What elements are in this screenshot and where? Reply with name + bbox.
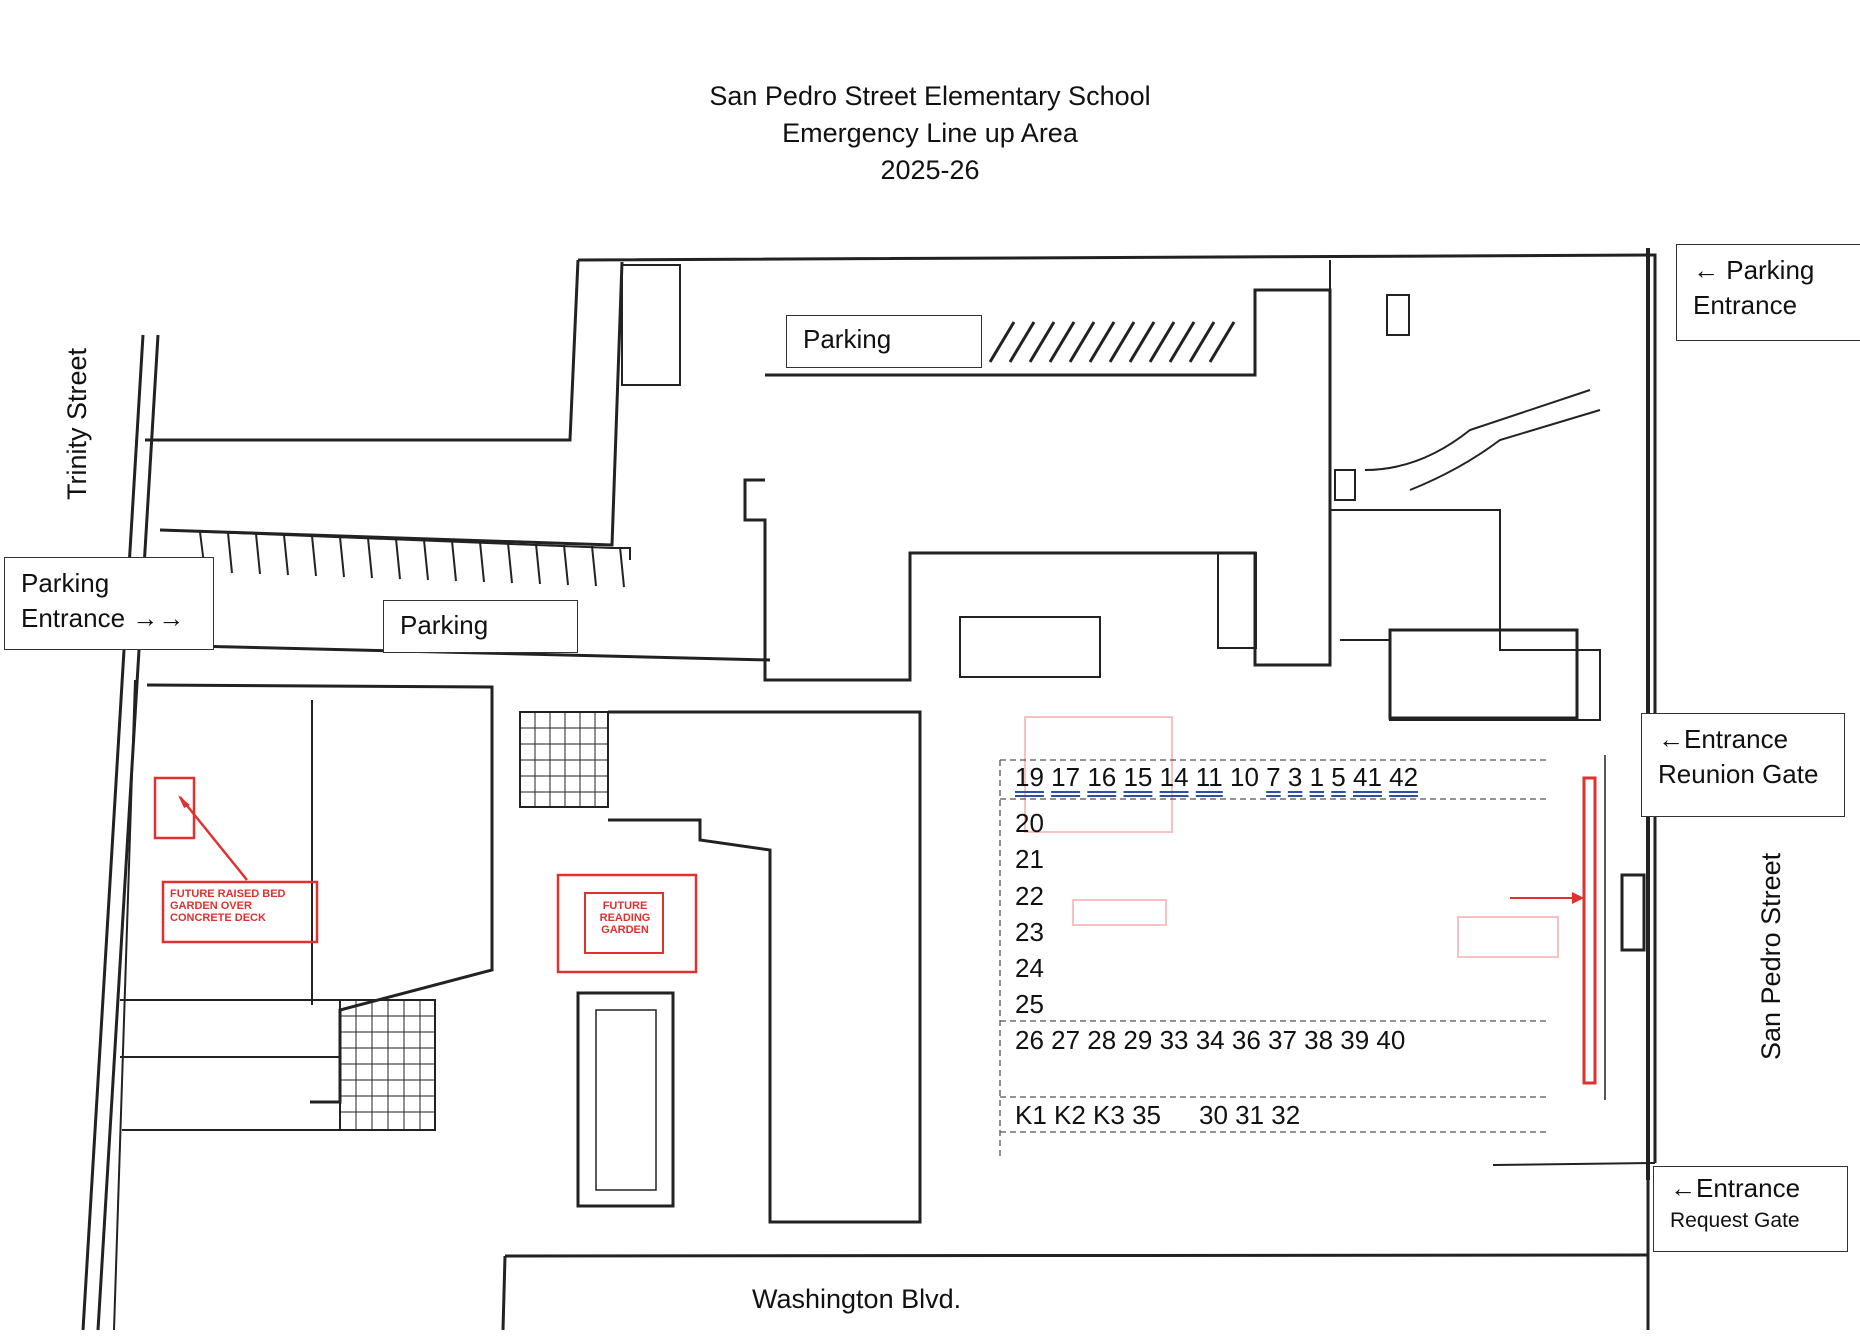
parking-entrance-callout-left: Parking Entrance →→ <box>4 557 214 650</box>
lineup-row-middle: 26 27 28 29 33 34 36 37 38 39 40 <box>1015 1025 1406 1055</box>
lineup-number: 5 <box>1331 762 1346 792</box>
parking-label-top: Parking <box>786 315 982 368</box>
lineup-number: 21 <box>1015 844 1044 875</box>
lineup-number: 16 <box>1087 762 1117 792</box>
lineup-row-bottom-left: K1 K2 K3 35 <box>1015 1100 1161 1130</box>
washington-blvd-label: Washington Blvd. <box>752 1284 962 1314</box>
lineup-number: 14 <box>1159 762 1189 792</box>
lineup-row-bottom-right: 30 31 32 <box>1199 1100 1301 1130</box>
lineup-column: 20 21 22 23 24 25 <box>1015 805 1044 1023</box>
reunion-gate-callout: ←Entrance Reunion Gate <box>1641 713 1845 817</box>
callout-line: Request Gate <box>1670 1209 1800 1232</box>
lineup-number: 10 <box>1230 762 1259 792</box>
lineup-row-top: 19 17 16 15 14 11 10 7 3 1 5 41 42 <box>1015 762 1418 793</box>
callout-line: Parking <box>21 568 110 598</box>
callout-line: ←Entrance <box>1670 1173 1801 1203</box>
lineup-number: 1 <box>1309 762 1325 792</box>
lineup-number: 25 <box>1015 989 1044 1020</box>
callout-line: Entrance →→ <box>21 603 185 633</box>
future-raised-bed-note: FUTURE RAISED BED GARDEN OVER CONCRETE D… <box>170 888 286 924</box>
callout-line: ←Entrance <box>1658 724 1789 754</box>
lineup-number: 7 <box>1266 762 1281 792</box>
map-title: San Pedro Street Elementary School <box>709 81 1151 111</box>
lineup-number: 22 <box>1015 880 1044 911</box>
lineup-number: 11 <box>1195 762 1223 792</box>
map-subtitle: Emergency Line up Area <box>782 118 1078 148</box>
lineup-number: 20 <box>1015 808 1044 838</box>
lineup-number: 42 <box>1389 762 1419 792</box>
lineup-number: 41 <box>1352 762 1382 792</box>
future-reading-garden-note: FUTURE READING GARDEN <box>599 900 651 936</box>
lineup-number: 24 <box>1015 953 1044 984</box>
school-year: 2025-26 <box>880 155 980 185</box>
trinity-street-label: Trinity Street <box>62 347 92 500</box>
lineup-number: 23 <box>1015 916 1044 947</box>
parking-label-left: Parking <box>383 600 578 653</box>
lineup-number: 3 <box>1287 762 1303 792</box>
callout-line: Entrance <box>1693 290 1798 320</box>
lineup-number: 15 <box>1123 762 1153 792</box>
callout-line: Reunion Gate <box>1658 759 1819 789</box>
lineup-number: 19 <box>1015 762 1044 792</box>
lineup-number: 17 <box>1051 762 1081 792</box>
san-pedro-street-label: San Pedro Street <box>1756 852 1786 1060</box>
request-gate-callout: ←Entrance Request Gate <box>1653 1166 1848 1252</box>
parking-entrance-callout-top: ← Parking Entrance <box>1676 244 1860 341</box>
callout-line: ← Parking <box>1693 255 1815 285</box>
